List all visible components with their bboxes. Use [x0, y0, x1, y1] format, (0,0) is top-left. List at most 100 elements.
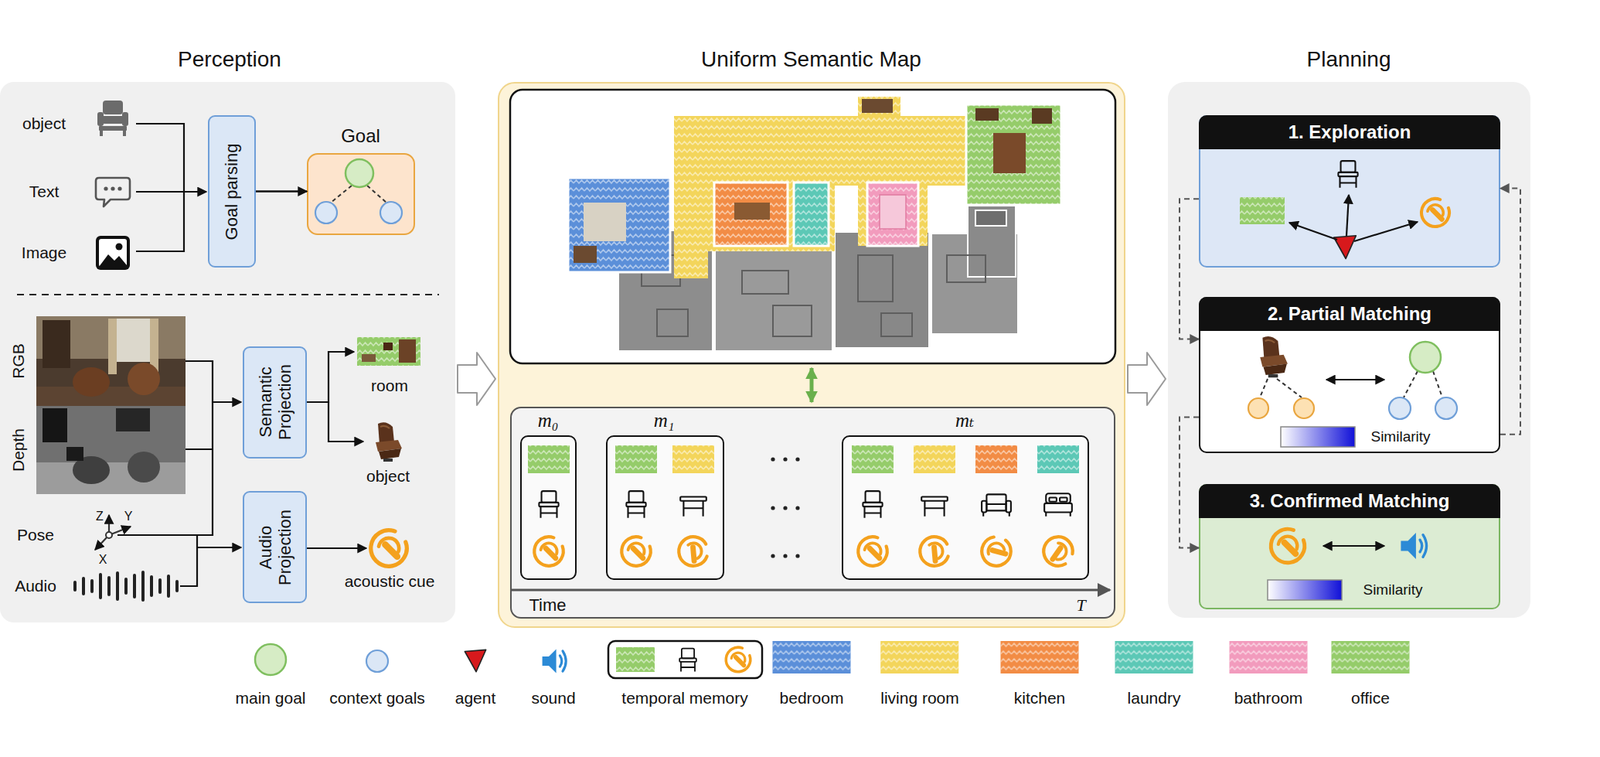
chair-back — [681, 648, 695, 659]
legend-swatch — [1331, 640, 1410, 674]
unexplored-detail — [772, 305, 812, 337]
room-wall — [714, 182, 788, 246]
bar-label: Similarity — [1362, 581, 1423, 598]
swatch-texture-fill — [772, 640, 852, 674]
image-frame — [95, 235, 130, 270]
text-label: room — [371, 376, 409, 395]
room-swatch — [357, 337, 421, 366]
bar-label: Similarity — [1370, 428, 1430, 445]
acoustic-ring — [725, 646, 751, 672]
axis-label: T — [1075, 595, 1086, 615]
text-label: Z — [95, 509, 104, 523]
similarity-bar — [1267, 579, 1342, 600]
room-swatch — [975, 445, 1018, 474]
chair-photo — [1259, 336, 1288, 378]
dashed-link — [1403, 371, 1418, 398]
legend-item: temporal memory — [621, 640, 748, 708]
ellipsis-dot — [782, 505, 787, 510]
unexplored-detail — [946, 255, 986, 283]
depth-region — [66, 446, 84, 461]
legend-swatch — [1000, 640, 1080, 674]
armchair-leg — [122, 130, 126, 137]
legend-item: office — [1331, 640, 1410, 708]
bath-rug — [879, 194, 906, 229]
room-swatch-texture — [793, 182, 829, 246]
room-swatch — [793, 182, 829, 246]
acoustic-ring — [976, 531, 1016, 571]
legend-text: bedroom — [779, 688, 845, 708]
label-holder: Audio — [14, 576, 57, 596]
waveform-bar — [90, 580, 94, 592]
acoustic-bar — [928, 547, 943, 562]
hall-furniture — [861, 98, 893, 113]
acoustic-ring — [857, 536, 888, 566]
swatch-texture — [1331, 640, 1410, 674]
swatch-texture — [1115, 640, 1194, 674]
room-swatch — [867, 182, 919, 246]
waveform-bar — [149, 576, 154, 596]
image-sun — [115, 243, 123, 251]
panel-title: Perception — [177, 47, 282, 72]
depth-image — [36, 405, 186, 494]
memory-label: m₁ — [653, 409, 675, 431]
process-box: Semantic Projection — [242, 346, 307, 459]
goal-circle — [1409, 341, 1441, 373]
table-legs — [683, 500, 703, 517]
box-label-holder: Goal parsing — [221, 142, 242, 240]
acoustic-cue-icon — [1421, 198, 1450, 227]
dashed-link — [1259, 378, 1268, 398]
axis-label-holder: Time — [528, 595, 566, 615]
speaker-icon — [1400, 532, 1427, 559]
unexplored-detail — [881, 313, 913, 337]
text-label: Image — [21, 243, 67, 262]
axis-label-holder: T — [1075, 595, 1086, 615]
label-holder: Z — [95, 509, 104, 524]
speaker-waves — [559, 650, 566, 671]
text-label: Y — [124, 509, 133, 523]
bed-pillow — [1059, 497, 1067, 502]
label-holder: object — [366, 466, 410, 486]
chair-back — [629, 490, 644, 503]
planning-panel: Planning1. Exploration2. Partial Matchin… — [1167, 81, 1531, 618]
table-top — [921, 497, 948, 501]
arrow-connector — [1179, 417, 1199, 549]
legend-item: laundry — [1115, 640, 1194, 708]
acoustic-ring — [673, 531, 715, 572]
wire — [212, 401, 242, 403]
room-swatch — [615, 445, 658, 474]
legend-swatch — [772, 640, 852, 674]
panel-title-holder: Perception — [177, 47, 282, 72]
chat-dot — [110, 186, 115, 191]
dashed-link — [1276, 378, 1302, 398]
match-arrow — [1326, 378, 1385, 381]
context-circle — [1293, 398, 1315, 419]
swatch-texture — [1229, 640, 1308, 674]
chair-icon — [1337, 160, 1358, 188]
context-circle — [380, 201, 402, 224]
table-legs — [924, 500, 944, 517]
table-icon — [921, 497, 948, 517]
bedroom-furniture — [573, 245, 597, 263]
acoustic-ring — [1421, 198, 1450, 227]
room-wall — [568, 177, 671, 273]
armchair-arm — [97, 112, 104, 126]
context-circle — [1435, 397, 1458, 419]
speaker-icon — [542, 648, 567, 673]
ellipsis-dot — [770, 505, 775, 510]
legend-swatch — [880, 640, 959, 674]
room-wall — [966, 104, 1062, 205]
legend-item: bathroom — [1229, 640, 1308, 708]
acoustic-bar — [687, 547, 702, 562]
chair-legs — [541, 506, 558, 518]
room-swatch-texture — [714, 182, 788, 246]
unexplored-detail — [742, 270, 789, 294]
arrow-connector — [1500, 188, 1521, 435]
step-header-holder: 1. Exploration — [1198, 115, 1501, 150]
legend-text: context goals — [329, 688, 426, 708]
label-holder: X — [98, 552, 108, 567]
waveform-bar — [124, 578, 128, 593]
wire — [306, 351, 355, 402]
waveform-bar — [175, 581, 179, 591]
acoustic-bar — [545, 548, 556, 559]
chair-photo-base — [1268, 374, 1279, 378]
